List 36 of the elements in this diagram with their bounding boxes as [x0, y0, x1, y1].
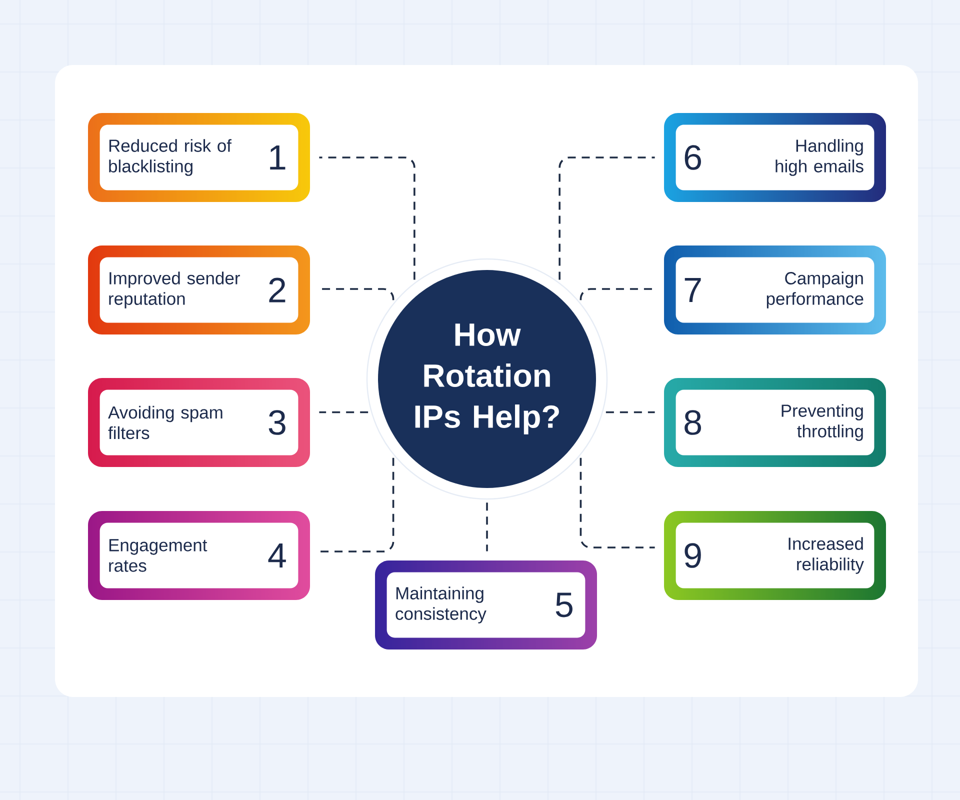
item-number: 2 [269, 278, 286, 302]
item-number: 5 [556, 592, 572, 618]
item-text: Improved sender reputation [109, 272, 240, 308]
dashed-connector [580, 458, 655, 548]
item-text: Avoiding spam filters [108, 406, 222, 440]
gradient-box [386, 572, 586, 638]
item-text: Campaign performance [766, 272, 864, 308]
item-number: 1 [270, 145, 286, 170]
item-number: 4 [268, 543, 286, 568]
gradient-box [100, 522, 298, 588]
gradient-box [100, 257, 298, 323]
gradient-box [676, 124, 874, 190]
gradient-box [100, 390, 298, 456]
item-text: Increased reliability [788, 537, 864, 574]
gradient-box [100, 124, 298, 190]
item-text: Handling high emails [776, 139, 864, 176]
item-text: Engagement rates [109, 539, 208, 572]
dashed-connector [606, 411, 655, 414]
dashed-connector [319, 411, 368, 414]
item-text: Maintaining consistency [396, 586, 486, 624]
gradient-box [676, 390, 874, 456]
item-number: 3 [268, 410, 286, 435]
dashed-connector [580, 288, 655, 300]
dashed-connector [319, 458, 394, 552]
gradient-box [676, 522, 874, 588]
item-text: Preventing throttling [782, 404, 863, 441]
item-number: 9 [684, 543, 701, 568]
dashed-connector [558, 156, 655, 280]
item-text: Reduced risk of blacklisting [109, 139, 232, 176]
dashed-connector [319, 288, 394, 300]
dashed-connector [486, 502, 488, 552]
item-number: 7 [684, 278, 701, 302]
dashed-connector [319, 156, 416, 280]
item-number: 8 [684, 410, 702, 435]
item-number: 6 [684, 145, 701, 170]
gradient-box [676, 257, 874, 323]
